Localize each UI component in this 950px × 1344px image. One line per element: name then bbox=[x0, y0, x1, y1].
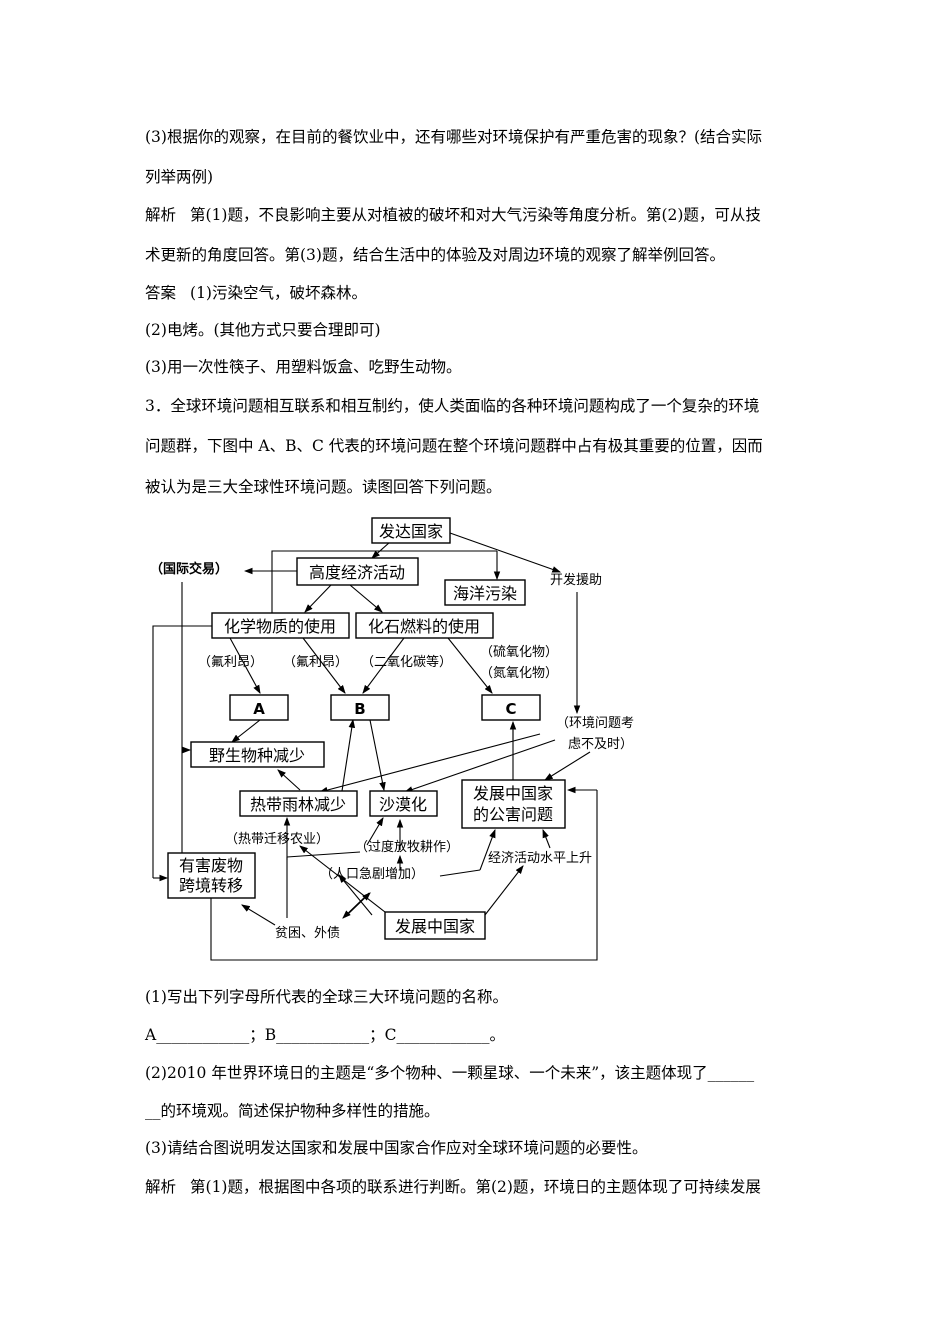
question-intro-end: 被认为是三大全球性环境问题。读图回答下列问题。 bbox=[145, 478, 502, 496]
label-env-2: 虑不及时） bbox=[568, 737, 633, 752]
node-chem: 化学物质的使用 bbox=[224, 617, 336, 636]
sub-question-2: (2)2010 年世界环境日的主题是“多个物种、一颗星球、一个未来”，该主题体现… bbox=[145, 1064, 755, 1082]
question-intro: 3．全球环境问题相互联系和相互制约，使人类面临的各种环境问题构成了一个复杂的环境 bbox=[145, 397, 760, 415]
node-pollution-2: 的公害问题 bbox=[473, 805, 553, 824]
analysis-text: 第(1)题，不良影响主要从对植被的破坏和对大气污染等角度分析。第(2)题，可从技 bbox=[190, 206, 761, 224]
node-a: A bbox=[253, 700, 265, 718]
sub-question-1: (1)写出下列字母所代表的全球三大环境问题的名称。 bbox=[145, 988, 508, 1006]
node-developing: 发展中国家 bbox=[395, 917, 475, 936]
question-3-text: (3)根据你的观察，在目前的餐饮业中，还有哪些对环境保护有严重危害的现象？(结合… bbox=[145, 128, 763, 146]
question-intro-cont: 问题群，下图中 A、B、C 代表的环境问题在整个环境问题群中占有极其重要的位置，… bbox=[145, 437, 763, 455]
analysis-text-2: 第(1)题，根据图中各项的联系进行判断。第(2)题，环境日的主题体现了可持续发展 bbox=[190, 1178, 761, 1196]
analysis-line-2: 解析第(1)题，根据图中各项的联系进行判断。第(2)题，环境日的主题体现了可持续… bbox=[145, 1177, 761, 1197]
analysis-label: 解析 bbox=[145, 206, 177, 224]
analysis-text-cont: 术更新的角度回答。第(3)题，结合生活中的体验及对周边环境的观察了解举例回答。 bbox=[145, 246, 725, 264]
answer-blanks: A____________；B____________；C___________… bbox=[145, 1026, 505, 1044]
label-aid: 开发援助 bbox=[550, 572, 602, 588]
question-3-text-cont: 列举两例) bbox=[145, 168, 214, 186]
node-waste-1: 有害废物 bbox=[179, 856, 243, 875]
node-pollution-1: 发展中国家 bbox=[473, 784, 553, 803]
node-b: B bbox=[354, 700, 365, 718]
sub-question-3: (3)请结合图说明发达国家和发展中国家合作应对全球环境问题的必要性。 bbox=[145, 1139, 648, 1157]
label-shifting: （热带迁移农业） bbox=[225, 832, 329, 847]
analysis-label-2: 解析 bbox=[145, 1178, 177, 1196]
node-fossil: 化石燃料的使用 bbox=[368, 617, 480, 636]
node-c: C bbox=[505, 700, 516, 718]
node-high-econ: 高度经济活动 bbox=[309, 563, 405, 582]
node-developed: 发达国家 bbox=[379, 522, 443, 541]
diagram-nodes: 发达国家 高度经济活动 （国际交易） 海洋污染 开发援助 化学物质的使用 化石燃… bbox=[150, 517, 634, 941]
label-overgraze: （过度放牧耕作） bbox=[355, 839, 459, 855]
label-env-1: （环境问题考 bbox=[556, 716, 634, 731]
answer-2: (2)电烤。(其他方式只要合理即可) bbox=[145, 321, 381, 339]
answer-1: (1)污染空气，破坏森林。 bbox=[190, 284, 367, 302]
answer-3: (3)用一次性筷子、用塑料饭盒、吃野生动物。 bbox=[145, 358, 462, 376]
label-trade: （国际交易） bbox=[150, 561, 228, 577]
node-desert: 沙漠化 bbox=[379, 795, 427, 814]
node-forest: 热带雨林减少 bbox=[250, 795, 346, 814]
label-sox: （硫氧化物） bbox=[480, 645, 558, 660]
node-species: 野生物种减少 bbox=[209, 746, 305, 765]
sub-question-2-cont: __的环境观。简述保护物种多样性的措施。 bbox=[145, 1102, 440, 1120]
label-population: （人口急剧增加） bbox=[320, 867, 424, 882]
label-econ-rise: 经济活动水平上升 bbox=[488, 851, 592, 866]
analysis-line: 解析第(1)题，不良影响主要从对植被的破坏和对大气污染等角度分析。第(2)题，可… bbox=[145, 205, 761, 225]
label-cfc-2: （氟利昂） bbox=[283, 655, 348, 670]
label-nox: （氮氧化物） bbox=[480, 666, 558, 681]
label-co2: （二氧化碳等） bbox=[361, 654, 452, 670]
node-ocean: 海洋污染 bbox=[453, 584, 517, 603]
answer-label: 答案 bbox=[145, 284, 177, 302]
node-waste-2: 跨境转移 bbox=[179, 876, 243, 895]
diagram-arrows bbox=[152, 532, 598, 961]
label-cfc-1: （氟利昂） bbox=[198, 655, 263, 670]
answer-line: 答案 (1)污染空气，破坏森林。 bbox=[145, 283, 367, 303]
label-poverty: 贫困、外债 bbox=[275, 925, 340, 941]
